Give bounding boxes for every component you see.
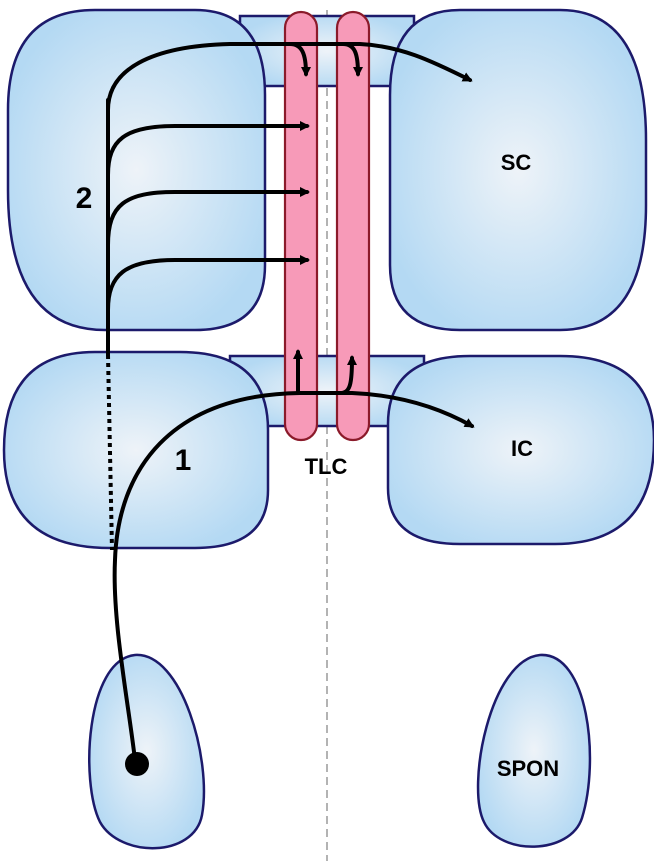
pathway-1-label: 1 (175, 444, 192, 477)
tlc-tract-left (283, 10, 319, 442)
tlc-top-arrow-left (288, 42, 311, 77)
left-superior-paraolivary-nucleus (88, 653, 206, 850)
tlc-bottom-arrow-right (338, 355, 357, 395)
pathway-2-collateral-3 (106, 255, 310, 312)
tlc-label: TLC (305, 454, 348, 479)
pathway-2-collateral-2 (106, 187, 310, 247)
spon-label: SPON (497, 756, 559, 781)
pathway-2-to-sc (106, 42, 473, 112)
sc-label: SC (501, 150, 532, 175)
right-superior-paraolivary-nucleus (476, 653, 592, 848)
ic-label: IC (511, 436, 533, 461)
tlc-tract-right (335, 10, 371, 442)
right-superior-colliculus (388, 8, 648, 332)
left-superior-colliculus (6, 8, 267, 332)
pathway-2-dotted-segment (106, 354, 114, 551)
neuron-cell-body (125, 752, 149, 776)
superior-commissure-bridge (238, 14, 416, 88)
left-inferior-colliculus (2, 350, 270, 550)
pathway-2-collateral-1 (106, 121, 310, 177)
pathway-1 (112, 391, 475, 762)
pathway-2-label: 2 (76, 182, 93, 215)
tlc-top-arrow-right (341, 42, 363, 77)
